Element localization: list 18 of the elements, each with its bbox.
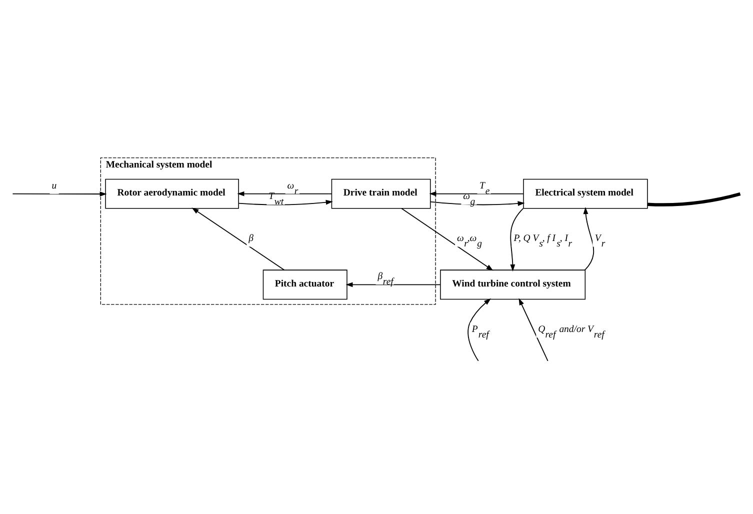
node-box: Wind turbine control system xyxy=(440,270,586,300)
node-box: Rotor aerodynamic model xyxy=(105,178,239,209)
node-box: Drive train model xyxy=(331,178,431,209)
arrow xyxy=(12,192,107,196)
arrow xyxy=(238,200,333,206)
connector xyxy=(648,192,741,206)
arrow xyxy=(401,208,494,271)
arrow xyxy=(237,191,332,196)
arrow xyxy=(429,191,524,196)
arrow xyxy=(192,208,285,270)
node-box: Electrical system model xyxy=(523,178,648,209)
arrow xyxy=(430,201,525,206)
edge-label: u xyxy=(52,180,57,192)
arrow xyxy=(510,208,524,272)
arrow xyxy=(583,207,594,271)
node-box: Pitch actuator xyxy=(262,270,348,300)
edge-label: β xyxy=(248,233,254,244)
arrow xyxy=(518,298,548,362)
